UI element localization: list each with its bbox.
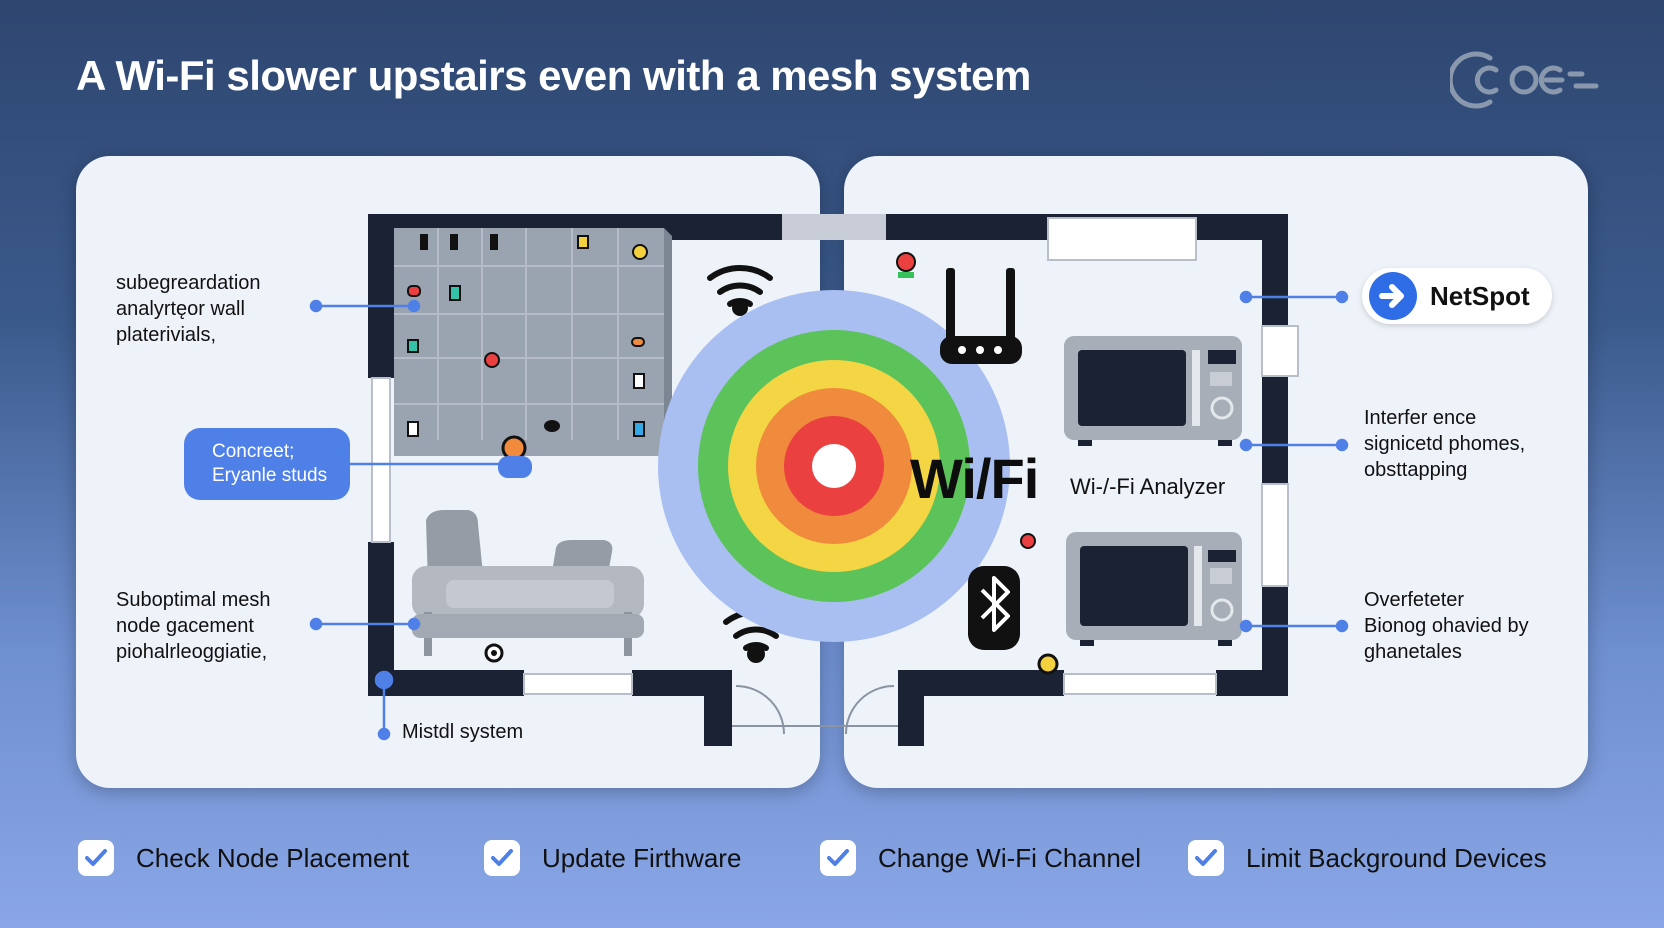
wifi-analyzer-label: Wi-/-Fi Analyzer xyxy=(1070,474,1226,499)
wifi-text: Wi/Fi xyxy=(910,447,1039,510)
checklist-item-channel[interactable]: Change Wi-Fi Channel xyxy=(820,836,1141,880)
window-left xyxy=(371,377,391,543)
netspot-arrow-icon xyxy=(1369,272,1417,320)
window-bottom xyxy=(523,673,633,695)
router-icon xyxy=(940,268,1022,364)
checklist-label: Update Firthware xyxy=(542,842,742,873)
interference-label: Interfer ence signicetd phomes, obsttapp… xyxy=(1364,407,1526,481)
check-icon xyxy=(484,840,520,876)
netspot-badge[interactable]: NetSpot xyxy=(1362,268,1552,324)
checklist-label: Check Node Placement xyxy=(136,842,410,873)
window-top-right xyxy=(1047,217,1197,261)
wifi-icon xyxy=(707,265,773,316)
check-icon xyxy=(1188,840,1224,876)
checklist-item-node-placement[interactable]: Check Node Placement xyxy=(78,836,409,880)
mesh-system-label: Mistdl system xyxy=(402,721,524,743)
overfeteter-label: Overfeteter Bionog ohavied by ghanetales xyxy=(1364,589,1529,663)
wall-materials-label: subegreardation analyrtęor wall plateriv… xyxy=(116,272,261,346)
node-marker-orange xyxy=(501,435,527,461)
signal-heatmap xyxy=(658,290,1010,642)
page-title: A Wi-Fi slower upstairs even with a mesh… xyxy=(76,52,1031,99)
microwave-icon xyxy=(1066,532,1242,646)
check-icon xyxy=(820,840,856,876)
netspot-label: NetSpot xyxy=(1430,281,1530,311)
checklist-label: Change Wi-Fi Channel xyxy=(878,842,1142,873)
bluetooth-icon xyxy=(968,566,1020,650)
checklist-item-firmware[interactable]: Update Firthware xyxy=(484,836,741,880)
door-right xyxy=(820,685,898,735)
check-icon xyxy=(78,840,114,876)
concrete-callout: Concreet; Eryanle studs xyxy=(184,428,350,500)
status-light-red xyxy=(896,252,916,272)
microwave-icon xyxy=(1064,336,1242,446)
checklist-item-background-devices[interactable]: Limit Background Devices xyxy=(1188,836,1547,880)
window-top xyxy=(782,214,886,240)
checklist-label: Limit Background Devices xyxy=(1246,842,1547,873)
sofa-icon xyxy=(412,510,644,656)
brand-logo-icon xyxy=(1450,51,1599,109)
node-placement-label: Suboptimal mesh node gacement piohalrleo… xyxy=(116,589,271,663)
wall-material-grid xyxy=(394,228,672,456)
door-left xyxy=(732,685,820,735)
